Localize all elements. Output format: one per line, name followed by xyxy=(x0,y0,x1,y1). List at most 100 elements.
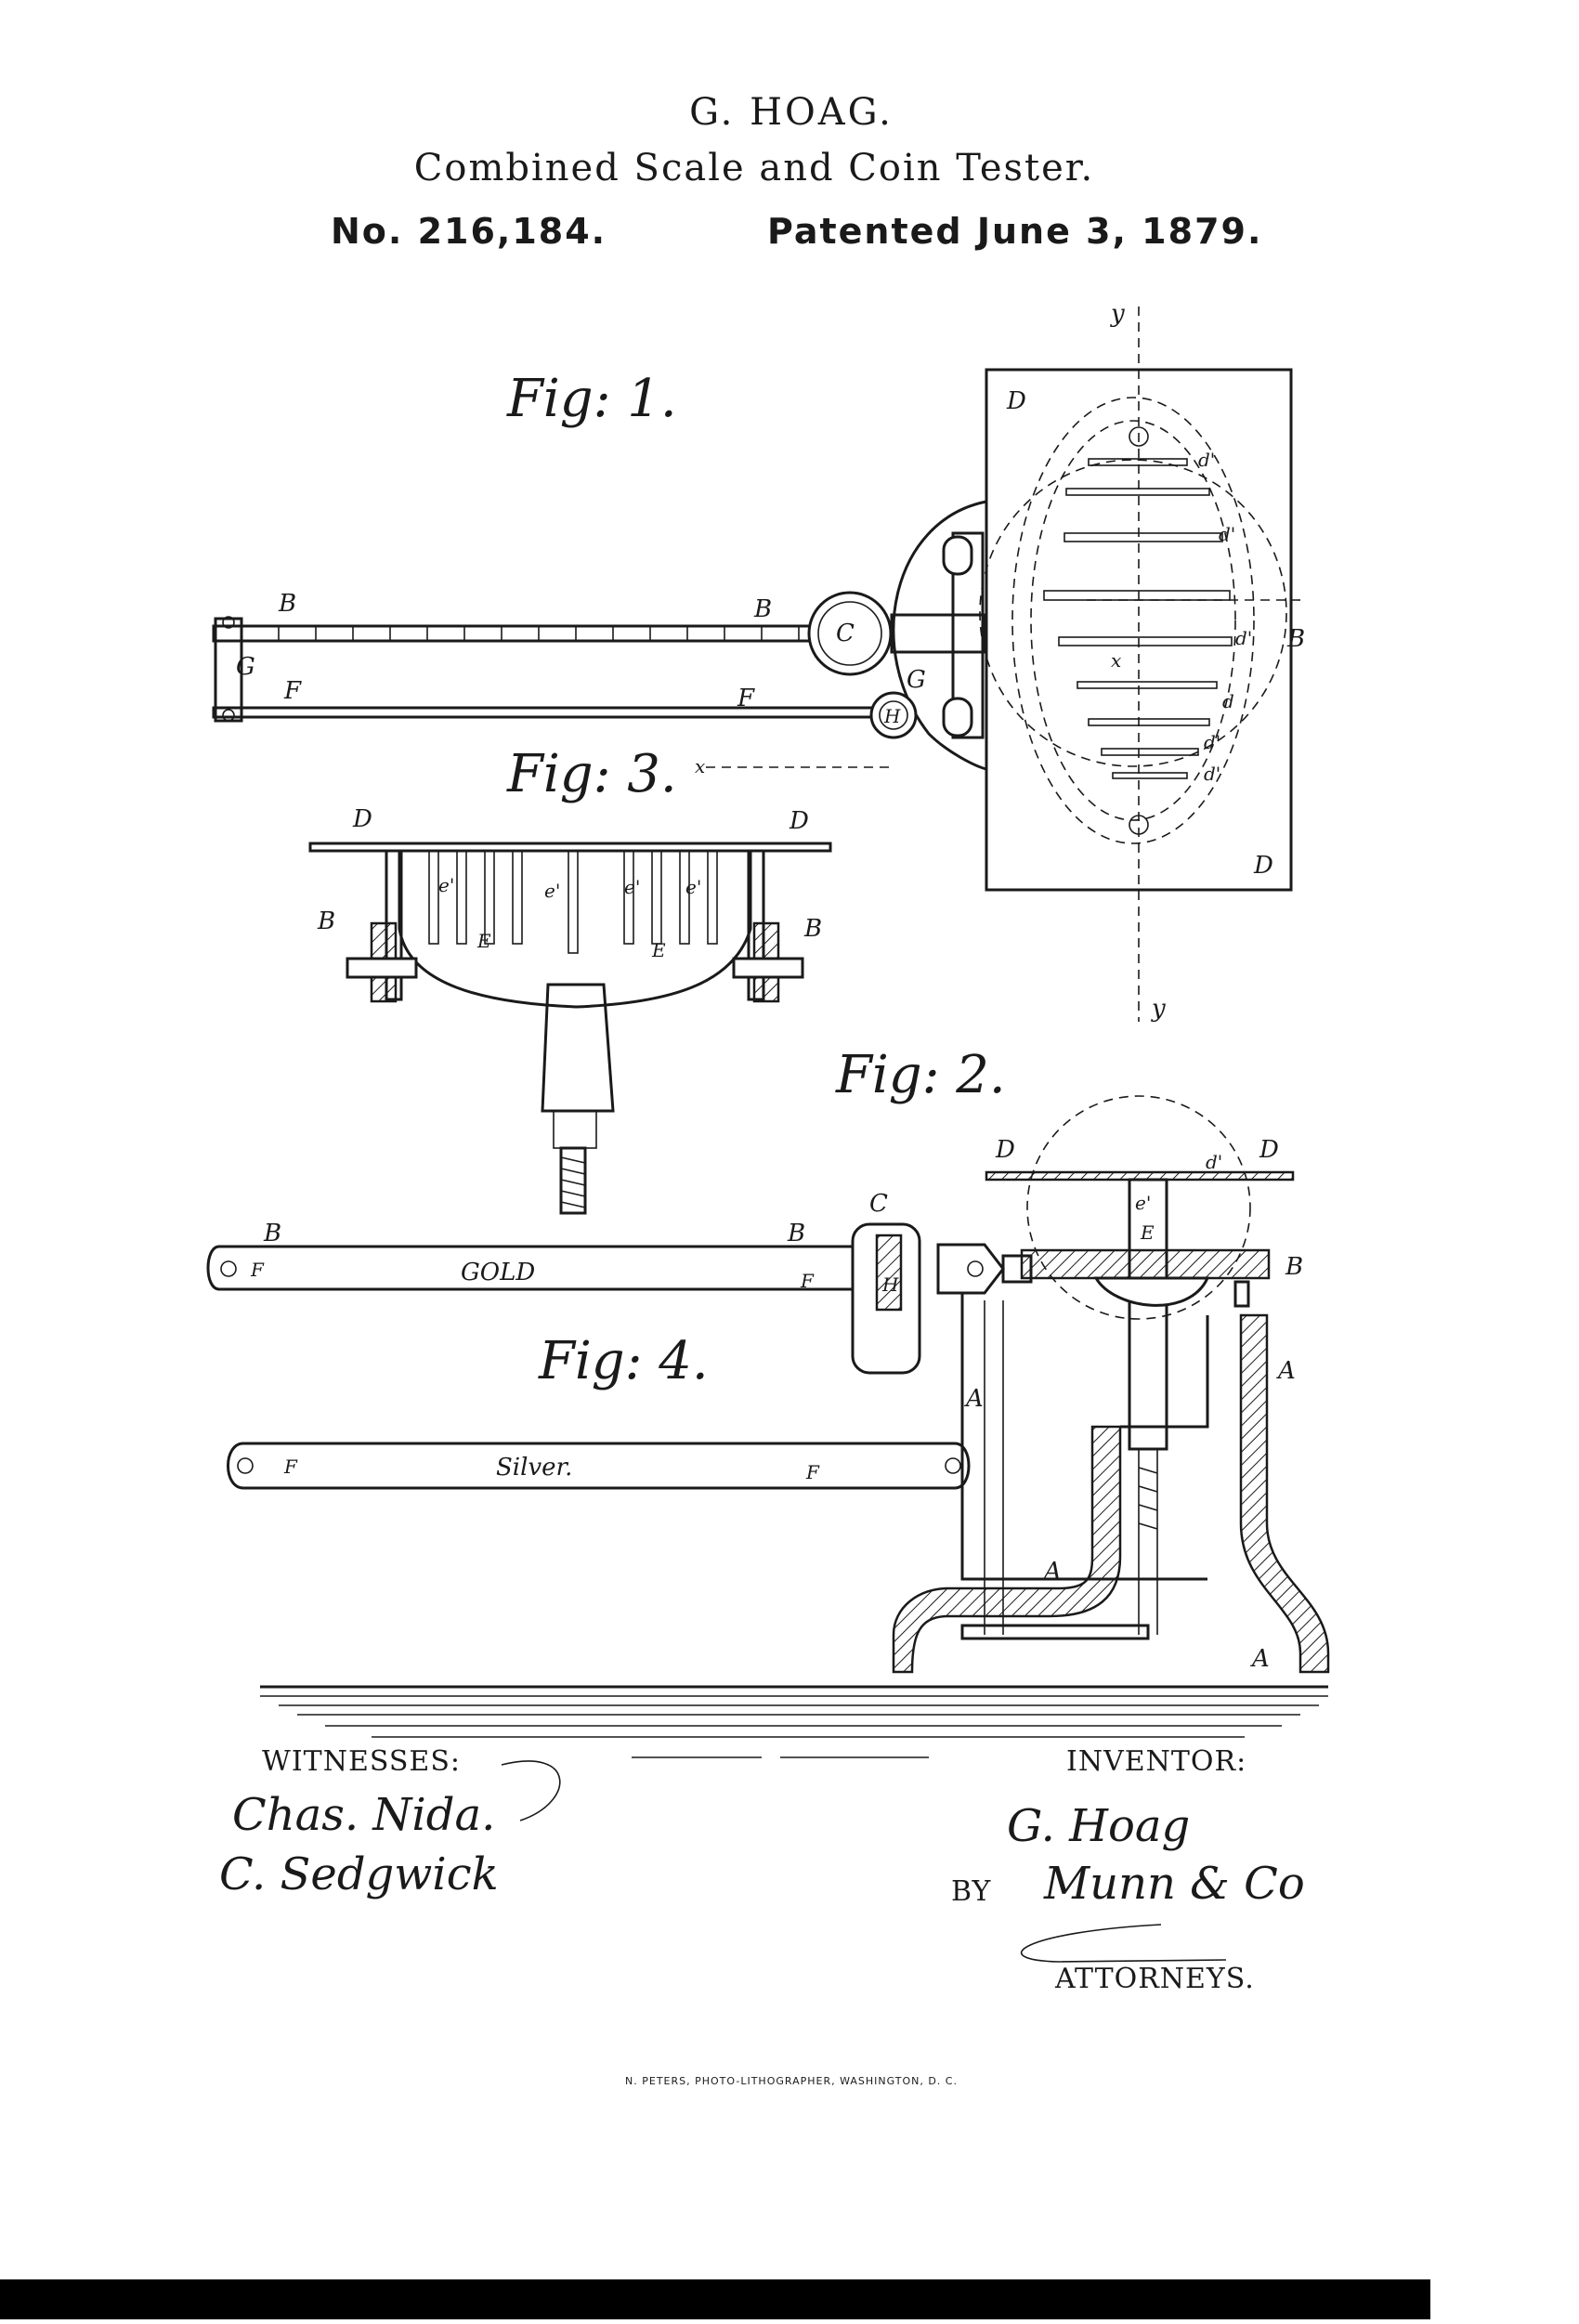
attorneys-label: ATTORNEYS. xyxy=(1054,1963,1255,1995)
fig1-label: Fig: 1. xyxy=(506,369,677,429)
fig2-stem-e xyxy=(1128,1178,1168,1451)
fig2-bar-b xyxy=(1020,1248,1271,1280)
fig2-stand-inner xyxy=(960,1293,1207,1581)
fig4-label-f-right: F xyxy=(805,1461,820,1483)
fig1-dashed-oval-outer xyxy=(1011,397,1255,844)
fig1-label-g-left: G xyxy=(236,653,255,681)
fig3-label-b-left: B xyxy=(317,907,335,935)
fig1-plate-arc xyxy=(892,500,987,771)
fig2-label-a-1: A xyxy=(964,1385,984,1413)
fig3-label-b-right: B xyxy=(803,915,822,943)
bottom-black-bar xyxy=(0,2279,1430,2319)
witnesses-label: WITNESSES: xyxy=(262,1745,461,1778)
fig3-label: Fig: 3. xyxy=(506,744,677,804)
fig2-base xyxy=(260,1685,1328,1738)
fig2-beam-gold xyxy=(206,1245,894,1291)
fig1-label-d-top: D xyxy=(1006,387,1026,415)
fig2-label-gold: GOLD xyxy=(461,1259,535,1286)
fig2-stand-right xyxy=(1239,1313,1330,1674)
fig3-label-eprime-1: e' xyxy=(438,874,454,896)
fig4-label: Fig: 4. xyxy=(538,1331,709,1391)
fig2-label-a-2: A xyxy=(1276,1357,1296,1385)
fig1-label-c: C xyxy=(836,620,855,647)
fig2-label-eprime: e' xyxy=(1135,1192,1151,1214)
fig1-dashed-oval-inner xyxy=(1030,420,1236,821)
fig2-stem-screw xyxy=(1138,1449,1158,1635)
fig1-weight-h xyxy=(869,691,918,739)
fig3-slots xyxy=(428,850,718,954)
fig1-label-x-1: x xyxy=(695,755,705,777)
fig2-label-b-mid: B xyxy=(787,1220,805,1247)
fig2-label-a-4: A xyxy=(1250,1645,1270,1673)
fig1-label-dprime-4: d' xyxy=(1204,731,1220,753)
fig1-label-x-2: x xyxy=(1111,649,1121,672)
patent-number: No. 216,184. xyxy=(331,211,607,252)
fig1-label-y-bottom: y xyxy=(1151,995,1166,1023)
fig2-label-d-right: D xyxy=(1259,1136,1279,1164)
fig2-label-b-right: B xyxy=(1285,1253,1303,1281)
fig2-label-d-left: D xyxy=(995,1136,1015,1164)
fig1-label-g-right: G xyxy=(907,666,926,694)
fig1-beam-notches xyxy=(278,626,800,641)
fig3-label-eprime-4: e' xyxy=(685,876,701,898)
fig1-label-h: H xyxy=(883,705,901,727)
fig1-label-dprime-2: d' xyxy=(1219,523,1235,545)
fig2-label-a-3: A xyxy=(1042,1558,1062,1586)
inventor-name: G. HOAG. xyxy=(689,91,894,134)
fig3-label-e-2: E xyxy=(651,939,666,961)
fig4-label-f-left: F xyxy=(283,1456,298,1478)
fig1-label-dprime-5: d' xyxy=(1204,763,1220,785)
fig3-stem xyxy=(541,983,615,1113)
fig1-label-d-bottom: D xyxy=(1253,852,1273,880)
fig2-label-e: E xyxy=(1140,1221,1155,1244)
fig1-label-f-left: F xyxy=(283,677,302,705)
inventor-label: INVENTOR: xyxy=(1066,1745,1246,1778)
fig2-label-dprime: d' xyxy=(1206,1151,1222,1173)
figure-1: Fig: 1. y y D D B d' d' xyxy=(212,300,1305,1023)
fig1-beam-f xyxy=(212,706,894,719)
attorney-signature: Munn & Co xyxy=(1043,1858,1305,1910)
fig4-beam-silver xyxy=(227,1442,971,1490)
fig1-connector xyxy=(890,613,986,654)
fig3-label-e-1: E xyxy=(476,930,491,952)
fig3-label-eprime-2: e' xyxy=(544,880,560,902)
fig1-label-b-mid: B xyxy=(753,595,772,623)
signature-block: WITNESSES: Chas. Nida. C. Sedgwick INVEN… xyxy=(219,1745,1305,1995)
fig3-label-d-left: D xyxy=(352,805,372,833)
fig2-label-b-left: B xyxy=(263,1220,281,1247)
figure-4: Fig: 4. F Silver. F xyxy=(227,1331,971,1490)
witness-1-signature: Chas. Nida. xyxy=(232,1789,495,1841)
fig2-label-c: C xyxy=(869,1190,888,1218)
fig2-knife-edge xyxy=(936,1243,1005,1295)
fig1-post-g xyxy=(951,531,985,739)
fig4-label-silver: Silver. xyxy=(496,1454,572,1482)
patent-title: Combined Scale and Coin Tester. xyxy=(414,147,1094,189)
fig1-label-b-left: B xyxy=(278,590,296,618)
fig2-label-h: H xyxy=(881,1273,899,1296)
fig1-label-d-1: d xyxy=(1222,690,1234,712)
fig1-label-dprime-3: d' xyxy=(1235,627,1252,649)
inventor-signature: G. Hoag xyxy=(1007,1800,1190,1852)
fig1-label-dprime-1: d' xyxy=(1198,449,1215,471)
fig1-screw-bottom xyxy=(1129,815,1149,835)
fig3-screw xyxy=(559,1146,587,1215)
fig1-label-b-right: B xyxy=(1286,625,1305,653)
fig2-dashed-circle xyxy=(1026,1095,1251,1320)
figure-2: Fig: 2. D D d' e' E B B B F GOLD F C xyxy=(206,1045,1330,1738)
fig3-label-eprime-3: e' xyxy=(624,876,640,898)
fig2-label: Fig: 2. xyxy=(835,1045,1006,1105)
fig1-screw-top xyxy=(1129,426,1149,447)
figure-3: Fig: 3. D D e' e' e' e' E E B B xyxy=(308,744,832,1215)
fig3-body-e xyxy=(398,851,752,1009)
fig2-label-f-left: F xyxy=(250,1259,265,1281)
lithographer-credit: N. PETERS, PHOTO-LITHOGRAPHER, WASHINGTO… xyxy=(625,2075,958,2087)
fig1-label-f-right: F xyxy=(737,685,755,712)
fig1-label-y-top: y xyxy=(1110,300,1125,328)
fig2-label-f-mid: F xyxy=(800,1270,815,1292)
witness-2-signature: C. Sedgwick xyxy=(219,1848,499,1900)
fig1-dashed-circle xyxy=(979,459,1287,767)
fig2-stand-box xyxy=(1120,1315,1209,1429)
by-label: BY xyxy=(951,1875,992,1908)
